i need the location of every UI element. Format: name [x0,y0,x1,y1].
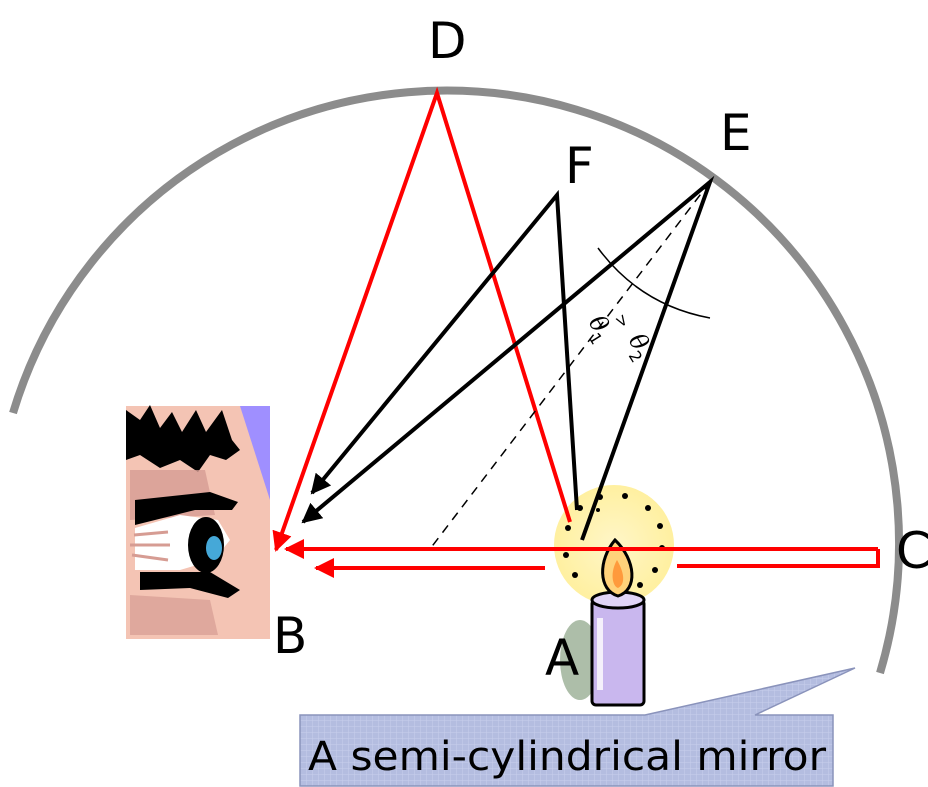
angle-arc [597,247,711,319]
label-B: B [273,607,307,665]
angle-relation: > [611,310,634,331]
callout-text: A semi-cylindrical mirror [308,734,827,780]
label-D: D [428,12,467,70]
semi-cylindrical-mirror [9,86,903,675]
mirror-callout: A semi-cylindrical mirror [299,667,856,787]
label-A: A [545,629,579,687]
label-F: F [565,137,594,195]
normal-line [429,181,711,550]
eye-icon [126,405,270,639]
red-ray-paths [272,86,880,578]
label-C: C [896,522,928,580]
candle-icon [554,485,674,707]
black-ray-paths [301,175,715,550]
label-E: E [720,104,752,162]
